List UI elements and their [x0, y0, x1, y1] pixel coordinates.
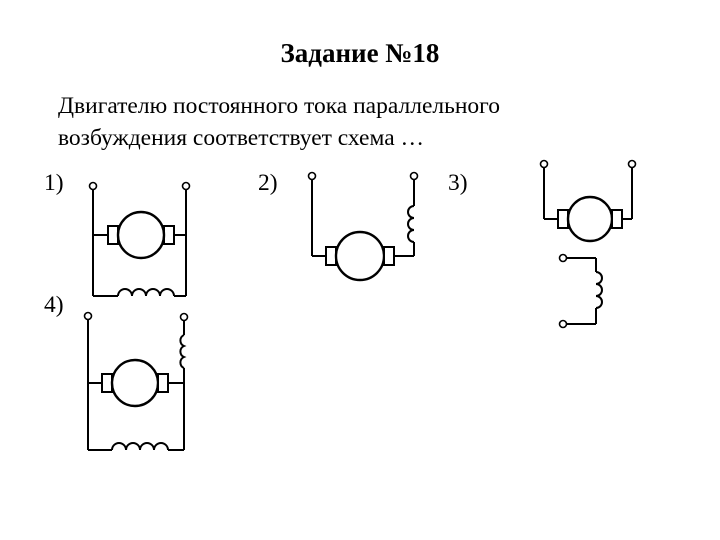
brush-icon [611, 209, 623, 229]
terminal-icon [409, 171, 419, 181]
field-winding-icon [179, 334, 187, 369]
brush-icon [163, 225, 175, 245]
field-winding-icon [595, 271, 603, 309]
option-label-1: 1) [44, 170, 64, 196]
motor-armature-icon [116, 210, 166, 260]
terminal-icon [88, 181, 98, 191]
terminal-icon [179, 312, 189, 322]
motor-armature-icon [566, 195, 614, 243]
terminal-icon [627, 159, 637, 169]
field-winding-icon [407, 205, 415, 243]
task-title: Задание №18 [280, 38, 440, 68]
question-text: Двигателю постоянного тока параллельного… [58, 90, 658, 154]
diagram-1 [88, 181, 191, 297]
brush-icon [107, 225, 119, 245]
terminal-icon [539, 159, 549, 169]
option-label-2: 2) [258, 170, 278, 196]
brush-icon [157, 373, 169, 393]
terminal-icon [307, 171, 317, 181]
brush-icon [557, 209, 569, 229]
terminal-icon [558, 319, 568, 329]
terminal-icon [181, 181, 191, 191]
terminal-icon [83, 311, 93, 321]
option-label-4: 4) [44, 292, 64, 318]
motor-armature-icon [110, 358, 160, 408]
diagram-3 [539, 159, 637, 329]
brush-icon [325, 246, 337, 266]
motor-armature-icon [334, 230, 386, 282]
terminal-icon [558, 253, 568, 263]
field-winding-icon [111, 442, 169, 451]
brush-icon [101, 373, 113, 393]
diagram-4 [83, 311, 189, 451]
field-winding-icon [117, 288, 175, 297]
diagram-2 [307, 171, 419, 282]
option-label-3: 3) [448, 170, 468, 196]
question-line-1: Двигателю постоянного тока параллельного [58, 93, 500, 119]
brush-icon [383, 246, 395, 266]
question-line-2: возбуждения соответствует схема … [58, 125, 425, 151]
